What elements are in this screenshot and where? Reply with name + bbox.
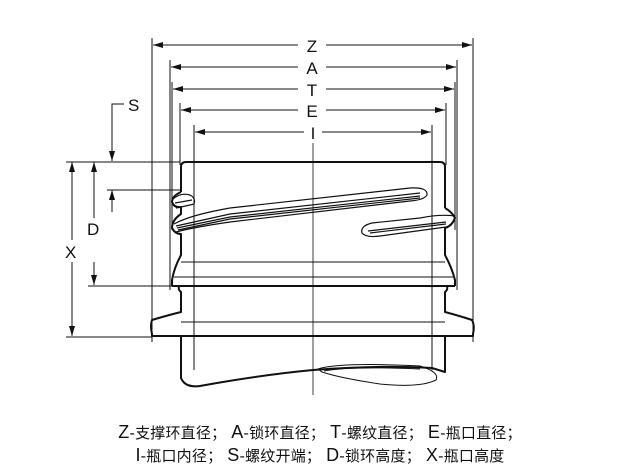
legend-key-s: S xyxy=(227,445,240,465)
legend-desc-s: -螺纹开端； xyxy=(239,447,322,465)
legend-desc-d: -锁环高度； xyxy=(339,447,421,465)
label-a: A xyxy=(306,59,318,78)
legend-key-e: E xyxy=(427,422,441,442)
dimension-d xyxy=(88,161,180,287)
legend-key-z: Z xyxy=(118,422,130,442)
legend-line-1: Z-支撑环直径； A-锁环直径； T-螺纹直径； E-瓶口直径； xyxy=(0,422,640,443)
label-d: D xyxy=(87,220,99,239)
legend-key-d: D xyxy=(326,445,340,465)
legend-key-a: A xyxy=(231,422,244,442)
label-x: X xyxy=(65,243,76,262)
legend-line-2: I-瓶口内径； S-螺纹开端； D-锁环高度； X-瓶口高度 xyxy=(0,445,640,466)
label-t: T xyxy=(307,81,317,100)
dimension-e xyxy=(179,103,447,165)
label-s: S xyxy=(128,96,139,115)
legend-desc-i: -瓶口内径； xyxy=(140,447,223,465)
lock-ring-lines xyxy=(174,261,453,278)
legend-desc-x: -瓶口高度 xyxy=(438,447,505,465)
legend-desc-a: -锁环直径； xyxy=(243,424,326,442)
thread xyxy=(171,187,456,238)
legend-desc-z: -支撑环直径； xyxy=(129,424,227,442)
legend-desc-t: -螺纹直径； xyxy=(341,424,423,442)
dimension-t xyxy=(171,82,456,230)
dimension-a xyxy=(169,60,458,290)
dimension-i xyxy=(193,125,433,370)
legend-key-i: I xyxy=(135,445,141,465)
label-i: I xyxy=(311,124,316,143)
legend-key-x: X xyxy=(425,445,439,465)
bottle-neck-outline xyxy=(150,161,475,388)
legend-desc-e: -瓶口直径； xyxy=(440,424,522,442)
label-z: Z xyxy=(307,37,317,56)
bottom-opening xyxy=(316,364,438,386)
dimension-x xyxy=(66,161,152,338)
legend-key-t: T xyxy=(330,422,342,442)
label-e: E xyxy=(306,102,317,121)
dimension-s xyxy=(107,103,180,212)
